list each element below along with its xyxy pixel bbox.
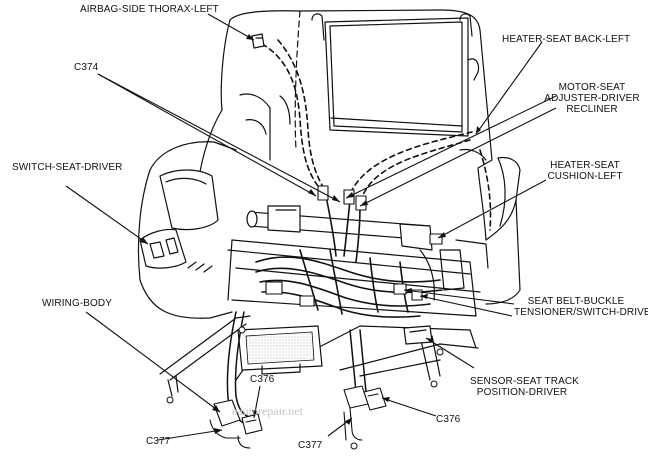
mounting-bolts [166,326,444,450]
label-heater-cushion-line-1: HEATER-SEAT [550,160,620,171]
connectors-lower-left [209,399,263,449]
label-c376-right: C376 [436,414,461,425]
label-motor-line-3: RECLINER [566,104,618,115]
seat-frame [227,205,489,317]
seat-back [220,9,493,241]
label-heater-seat-back-left: HEATER-SEAT BACK-LEFT [502,34,631,45]
label-c376-left: C376 [250,374,275,385]
label-motor-line-1: MOTOR-SEAT [558,82,626,93]
actuator-box [237,325,323,375]
label-sensor-seat-track-position-driver: SENSOR-SEAT TRACK POSITION-DRIVER [470,376,579,398]
label-motor-seat-adjuster-driver-recliner: MOTOR-SEAT ADJUSTER-DRIVER RECLINER [540,82,644,115]
label-c377-middle: C377 [298,440,323,451]
label-switch-seat-driver: SWITCH-SEAT-DRIVER [12,162,123,173]
wiring-harness [255,195,443,318]
label-heater-cushion-line-2: CUSHION-LEFT [547,171,623,182]
label-c374: C374 [74,62,99,73]
watermark: eautorepair.net [232,404,303,418]
leader-lines [65,13,557,441]
sensor-bracket [403,325,433,345]
label-belt-line-1: SEAT BELT-BUCKLE [527,296,625,307]
label-belt-line-2: TENSIONER/SWITCH-DRIVER [514,307,648,318]
label-c377-left: C377 [146,436,171,447]
label-sensor-line-2: POSITION-DRIVER [476,387,568,398]
seat-cushion [137,141,521,319]
label-airbag-side-thorax-left: AIRBAG-SIDE THORAX-LEFT [80,4,219,15]
label-sensor-line-1: SENSOR-SEAT TRACK [470,376,579,387]
label-heater-seat-cushion-left: HEATER-SEAT CUSHION-LEFT [540,160,630,182]
airbag-module [251,33,265,49]
label-seat-belt-buckle-tensioner: SEAT BELT-BUCKLE TENSIONER/SWITCH-DRIVER [514,296,648,318]
label-wiring-body: WIRING-BODY [42,298,112,309]
leader-arrowheads [140,34,481,434]
label-motor-line-2: ADJUSTER-DRIVER [544,93,640,104]
connectors-lower-right [343,385,387,441]
